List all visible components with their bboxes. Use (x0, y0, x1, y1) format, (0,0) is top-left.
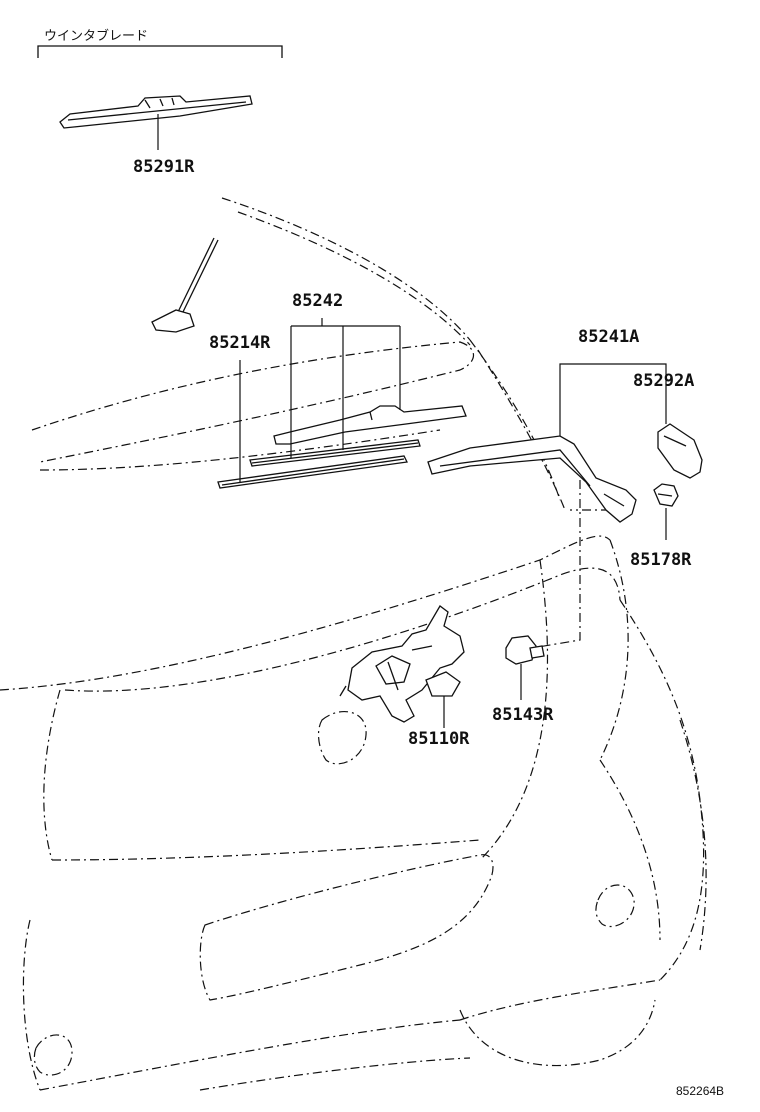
grommet-part[interactable] (505, 635, 545, 665)
label-85178R[interactable]: 85178R (630, 550, 692, 570)
antenna (151, 237, 219, 333)
group-label: ウインタブレード (44, 28, 148, 44)
nut-part[interactable] (653, 483, 679, 507)
label-85291R[interactable]: 85291R (133, 157, 195, 177)
wiper-blade-assembly[interactable] (217, 405, 467, 489)
label-85241A[interactable]: 85241A (578, 327, 639, 347)
leader-85241A (559, 363, 667, 436)
winter-blade-part[interactable] (59, 95, 253, 129)
group-bracket (37, 45, 283, 58)
leader-85242 (239, 318, 401, 482)
figure-id: 852264B (676, 1084, 724, 1098)
wiper-motor-part[interactable] (339, 605, 465, 723)
rear-wiper-arm-part[interactable] (427, 435, 637, 523)
label-85214R[interactable]: 85214R (209, 333, 271, 353)
label-85110R[interactable]: 85110R (408, 729, 470, 749)
label-85143R[interactable]: 85143R (492, 705, 554, 725)
label-85242[interactable]: 85242 (292, 291, 343, 311)
wiper-arm-cap[interactable] (657, 423, 703, 479)
label-85292A[interactable]: 85292A (633, 371, 694, 391)
vehicle-body-outline (0, 197, 707, 1091)
